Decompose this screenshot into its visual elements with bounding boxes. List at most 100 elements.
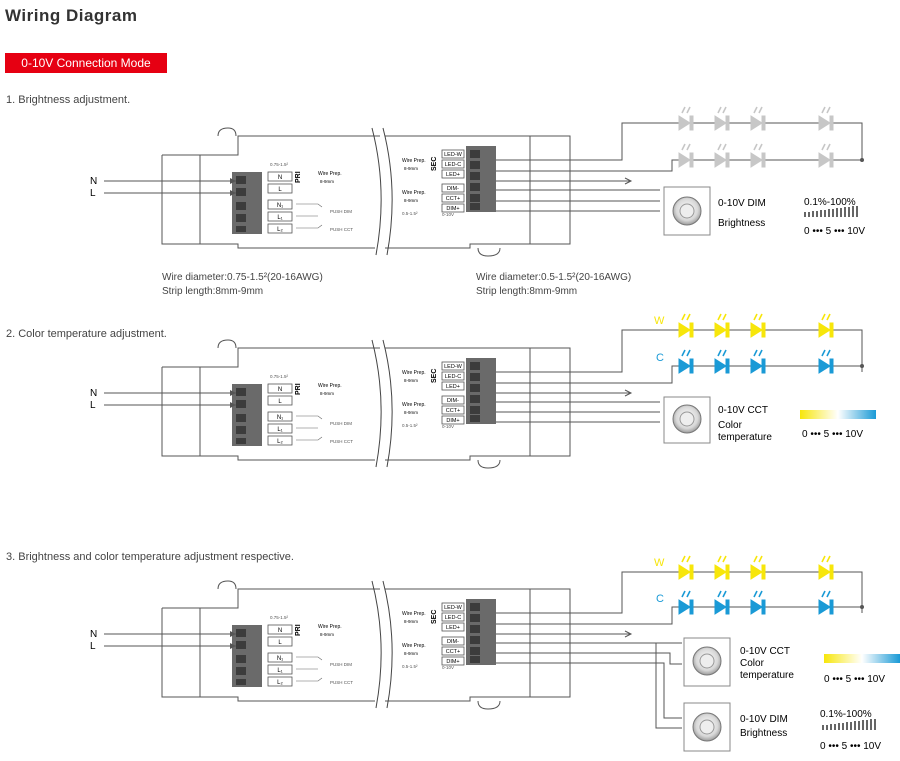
dim-percent-3: 0.1%-100% [820, 709, 872, 720]
sec-terminal-block: LED-W LED-C LED+ DIM- CCT+ DIM+ SEC Wire… [402, 146, 496, 217]
led-diode-icon [678, 106, 694, 131]
mains-l-label: L [90, 188, 96, 199]
step-label-3: 3. Brightness and color temperature adju… [6, 551, 294, 563]
led-diode-icon [750, 555, 766, 580]
led-array-gray-1 [496, 106, 864, 185]
led-array-cct-3: W C [496, 555, 864, 638]
led-diode-icon [714, 313, 730, 338]
right-strip-length: Strip length:8mm-9mm [476, 286, 577, 297]
wire-notes: Wire diameter:0.75-1.5²(20-16AWG) Strip … [162, 272, 631, 297]
mains-input: N L [90, 176, 236, 199]
led-diode-icon [750, 349, 766, 374]
push-cct-label: PUSH CCT [330, 227, 353, 232]
connection-mode-badge: 0-10V Connection Mode [5, 53, 167, 73]
cct-subtitle-1: Color [718, 420, 743, 431]
led-diode-icon [678, 555, 694, 580]
pri-terminal-n: N [278, 175, 282, 181]
led-diode-icon [714, 143, 730, 168]
dim-title: 0-10V DIM [718, 198, 766, 209]
led-diode-icon [714, 555, 730, 580]
brightness-ramp-icon [822, 719, 876, 730]
pri-terminal-l2: L₂ [277, 227, 283, 233]
sec-wire-prep-2: Wire Prep. [402, 190, 426, 196]
push-dim-label: PUSH DIM [330, 209, 352, 214]
pri-terminal-block: N L N₁ L₁ L₂ 0.75-1.5² PRI Wire Prep. 8-… [232, 162, 353, 234]
led-diode-icon [818, 555, 834, 580]
led-diode-icon [678, 143, 694, 168]
led-driver [161, 127, 571, 257]
dim-subtitle-3: Brightness [740, 728, 787, 739]
sec-terminal-cct-plus: CCT+ [446, 196, 461, 202]
pri-wire-prep: Wire Prep. [318, 171, 342, 177]
cct-subtitle-2-3: temperature [740, 670, 794, 681]
sec-wire-prep-mm: 8-9mm [404, 166, 418, 171]
sec-terminal-led-c: LED-C [445, 162, 462, 168]
dim-scale: 0 ••• 5 ••• 10V [804, 226, 865, 237]
pri-label: PRI [295, 171, 302, 183]
dim-wires-1 [496, 189, 660, 212]
cct-subtitle-1-3: Color [740, 658, 765, 669]
led-diode-icon [750, 313, 766, 338]
sec-terminal-dim-plus: DIM+ [446, 206, 459, 212]
sec-volt: 0-10V [442, 212, 454, 217]
pri-terminal-n1: N₁ [277, 203, 283, 209]
wiring-diagram: N L N₁ L₁ L₂ 0.75-1.5² PRI Wire Prep. 8-… [90, 127, 571, 257]
led-diode-icon [818, 143, 834, 168]
dim-title-3: 0-10V DIM [740, 714, 788, 725]
led-array-cct-2: W C [496, 313, 864, 397]
sec-terminal-led-w: LED-W [444, 152, 463, 158]
page-title: Wiring Diagram [5, 6, 138, 25]
cct-controller-3: 0-10V CCT Color temperature 0 ••• 5 ••• … [683, 637, 900, 687]
warm-channel-label-3: W [654, 557, 665, 569]
cct-title-3: 0-10V CCT [740, 646, 790, 657]
right-wire-diameter: Wire diameter:0.5-1.5²(20-16AWG) [476, 272, 631, 283]
step-label-1: 1. Brightness adjustment. [6, 94, 131, 106]
cct-wires-2 [496, 401, 660, 423]
dim-percent: 0.1%-100% [804, 197, 856, 208]
brightness-ramp-icon [804, 206, 858, 217]
pri-wire-prep-mm: 8-9mm [320, 179, 334, 184]
led-diode-icon [678, 590, 694, 615]
pri-terminal-l: L [278, 187, 282, 193]
led-diode-icon [818, 349, 834, 374]
led-diode-icon [818, 590, 834, 615]
left-strip-length: Strip length:8mm-9mm [162, 286, 263, 297]
led-diode-icon [750, 106, 766, 131]
sec-wire-prep: Wire Prep. [402, 158, 426, 164]
dim-scale-3: 0 ••• 5 ••• 10V [820, 741, 881, 752]
dim-subtitle: Brightness [718, 218, 765, 229]
cct-scale-3: 0 ••• 5 ••• 10V [824, 674, 885, 685]
led-diode-icon [714, 590, 730, 615]
cct-scale: 0 ••• 5 ••• 10V [802, 429, 863, 440]
led-diode-icon [678, 313, 694, 338]
sec-terminal-dim-minus: DIM- [447, 186, 459, 192]
control-wires-3 [496, 642, 682, 729]
led-diode-icon [714, 106, 730, 131]
led-diode-icon [750, 143, 766, 168]
cct-title: 0-10V CCT [718, 405, 768, 416]
cool-channel-label: C [656, 352, 664, 364]
pri-gauge: 0.75-1.5² [270, 162, 289, 167]
cct-controller-2: 0-10V CCT Color temperature 0 ••• 5 ••• … [663, 396, 876, 444]
led-diode-icon [714, 349, 730, 374]
pri-terminal-l1: L₁ [277, 215, 282, 221]
cool-channel-label-3: C [656, 593, 664, 605]
sec-gauge: 0.5-1.5² [402, 211, 418, 216]
sec-wire-prep-mm-2: 8-9mm [404, 198, 418, 203]
sec-terminal-led-plus: LED+ [446, 172, 460, 178]
dimmer-controller-3: 0-10V DIM Brightness 0.1%-100% 0 ••• 5 •… [683, 702, 881, 752]
wiring-diagram-2 [89, 339, 571, 469]
led-diode-icon [818, 313, 834, 338]
led-diode-icon [750, 590, 766, 615]
step-label-2: 2. Color temperature adjustment. [6, 328, 167, 340]
led-diode-icon [678, 349, 694, 374]
cct-gradient-icon [800, 410, 876, 419]
led-diode-icon [818, 106, 834, 131]
dimmer-controller-1: 0-10V DIM Brightness 0.1%-100% 0 ••• 5 •… [663, 186, 865, 237]
warm-channel-label: W [654, 315, 665, 327]
left-wire-diameter: Wire diameter:0.75-1.5²(20-16AWG) [162, 272, 323, 283]
wiring-diagram-3 [89, 580, 571, 710]
cct-subtitle-2: temperature [718, 432, 772, 443]
cct-gradient-icon [824, 654, 900, 663]
